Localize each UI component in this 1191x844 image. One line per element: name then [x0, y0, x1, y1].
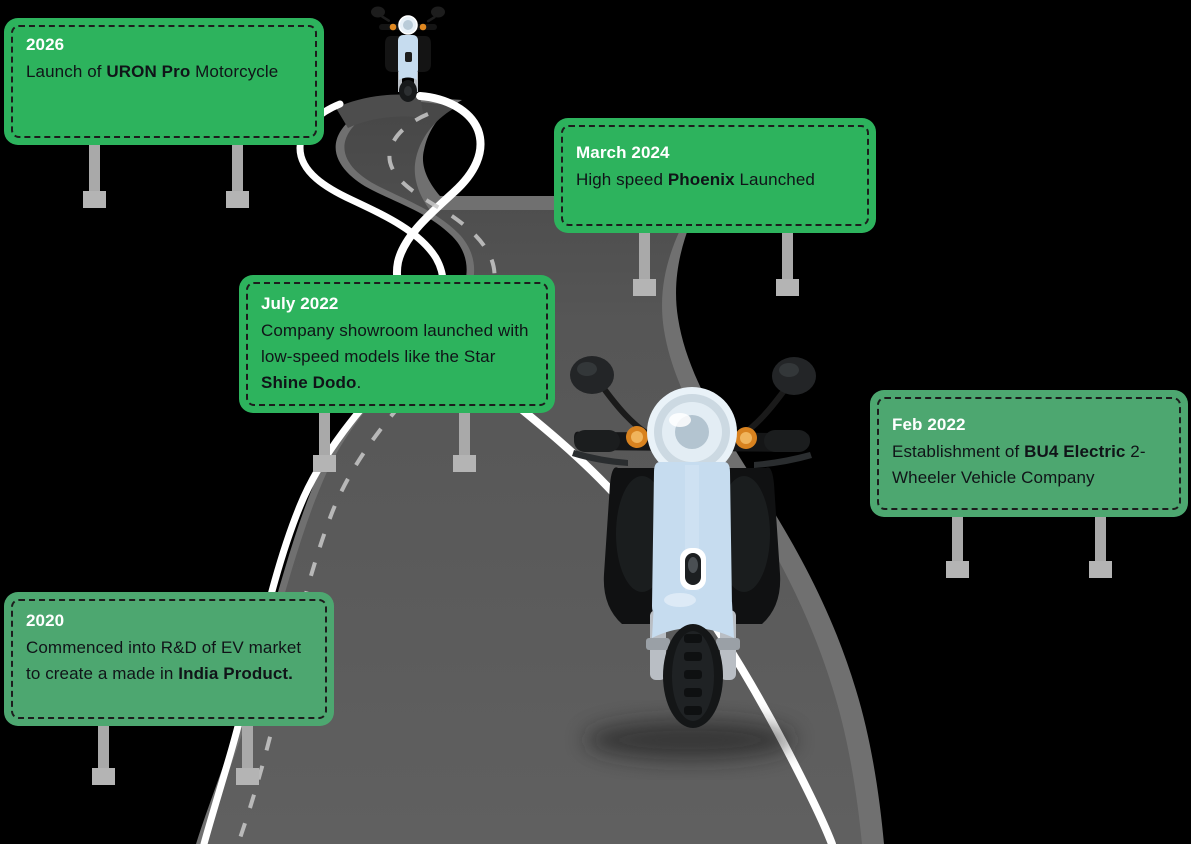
milestone-sign-2026[interactable]: 2026 Launch of URON Pro Motorcycle — [4, 18, 324, 208]
sign-post — [236, 725, 259, 785]
electric-scooter-distant-icon — [371, 6, 445, 102]
milestone-date: 2026 — [26, 35, 65, 54]
scooter-brake-lever-left — [572, 450, 628, 466]
sign-post — [83, 144, 106, 208]
road-top-segment — [336, 94, 424, 128]
sign-post — [1089, 516, 1112, 578]
scooter-tire-tread — [684, 634, 702, 715]
milestone-date: Feb 2022 — [892, 415, 966, 434]
milestone-sign-feb-2022[interactable]: Feb 2022 Establishment of BU4 Electric 2… — [870, 390, 1188, 578]
electric-scooter-foreground-icon — [570, 356, 816, 728]
sign-post — [226, 144, 249, 208]
milestone-body: Establishment of BU4 Electric 2-Wheeler … — [892, 441, 1146, 487]
milestone-date: March 2024 — [576, 143, 670, 162]
sign-board[interactable]: 2026 Launch of URON Pro Motorcycle — [4, 18, 324, 145]
milestone-sign-march-2024[interactable]: March 2024 High speed Phoenix Launched — [554, 118, 876, 296]
milestone-sign-2020[interactable]: 2020 Commenced into R&D of EV market to … — [4, 592, 334, 785]
scooter-indicator-right-far — [419, 23, 427, 31]
sign-post — [633, 232, 656, 296]
sign-board[interactable]: July 2022 Company showroom launched with… — [239, 275, 555, 413]
sign-post — [313, 412, 336, 472]
milestone-body: High speed Phoenix Launched — [576, 169, 815, 189]
milestone-body: Company showroom launched with low-speed… — [261, 320, 529, 392]
scooter-indicator-left-far — [389, 23, 397, 31]
sign-board[interactable]: 2020 Commenced into R&D of EV market to … — [4, 592, 334, 726]
sign-board[interactable]: March 2024 High speed Phoenix Launched — [554, 118, 876, 233]
sign-post — [946, 516, 969, 578]
scooter-grip-right — [764, 430, 810, 452]
milestone-date: July 2022 — [261, 294, 339, 313]
milestone-body: Launch of URON Pro Motorcycle — [26, 61, 279, 81]
scooter-brake-lever-right — [754, 452, 812, 468]
scooter-grip-left — [574, 430, 620, 452]
scooter-mirrors-far — [371, 6, 445, 23]
sign-post — [453, 412, 476, 472]
scooter-fender-far — [399, 65, 417, 80]
scooter-ground-shadow — [585, 720, 795, 760]
milestone-date: 2020 — [26, 611, 65, 630]
milestone-body: Commenced into R&D of EV market to creat… — [26, 637, 302, 683]
scooter-fork-far — [398, 72, 402, 92]
sign-board[interactable]: Feb 2022 Establishment of BU4 Electric 2… — [870, 390, 1188, 517]
milestone-sign-july-2022[interactable]: July 2022 Company showroom launched with… — [239, 275, 555, 472]
sign-post — [92, 725, 115, 785]
sign-post — [776, 232, 799, 296]
